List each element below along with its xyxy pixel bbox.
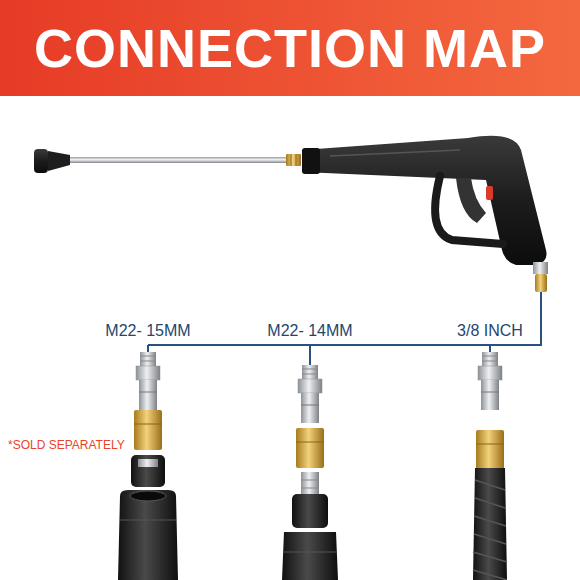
connection-size: 3/8 INCH <box>457 321 523 341</box>
spray-wand <box>291 154 292 166</box>
title-banner <box>0 0 580 96</box>
hose-fitting <box>282 532 338 580</box>
quick-connect-plug <box>482 361 498 362</box>
quick-connect-plug <box>301 393 319 423</box>
spray-gun <box>302 148 320 174</box>
brass-coupler <box>134 424 162 425</box>
brass-coupler <box>134 410 162 450</box>
braided-hose <box>473 468 507 580</box>
spray-gun <box>302 136 547 265</box>
hose-fitting <box>284 552 336 553</box>
quick-connect-plug <box>302 365 318 379</box>
quick-connect-plug <box>481 392 499 393</box>
spray-gun <box>435 176 503 244</box>
brass-coupler <box>296 442 324 443</box>
hose-fitting <box>282 532 338 580</box>
spray-wand <box>34 149 48 173</box>
connection-wire <box>309 345 311 365</box>
quick-connect-plug <box>140 356 156 357</box>
brass-coupler <box>476 444 504 445</box>
quick-connect-plug <box>302 369 318 370</box>
quick-connect-plug <box>139 392 157 393</box>
spray-wand <box>70 157 286 163</box>
connection-size: M22- 14MM <box>267 321 352 341</box>
hose-fitting <box>120 520 176 521</box>
quick-connect-plug <box>298 365 322 423</box>
connection-wire <box>148 292 541 365</box>
spray-gun <box>486 186 493 200</box>
m22-adapter <box>131 455 165 487</box>
quick-connect-plug <box>302 374 318 375</box>
m22-adapter <box>131 455 165 487</box>
note: *SOLD SEPARATELY <box>8 438 125 452</box>
quick-connect-plug <box>482 356 498 357</box>
m22-adapter <box>138 459 158 467</box>
brass-coupler <box>296 428 324 468</box>
brass-coupler <box>134 410 162 450</box>
spray-wand <box>34 149 301 173</box>
spray-gun <box>302 136 548 292</box>
spray-gun <box>535 274 547 292</box>
braided-hose <box>473 468 507 580</box>
connection-size: M22- 15MM <box>105 321 190 341</box>
connection-wire <box>147 345 149 352</box>
quick-connect-plug <box>481 380 499 410</box>
quick-connect-plug <box>136 366 160 380</box>
spray-gun <box>330 150 460 156</box>
quick-connect-plug <box>139 380 157 410</box>
title: CONNECTION MAP <box>0 0 580 96</box>
quick-connect-plug <box>478 352 502 410</box>
quick-connect-plug <box>482 352 498 366</box>
connection-wire <box>489 345 491 352</box>
m22-male-fitting <box>292 494 328 528</box>
spray-gun <box>456 178 486 223</box>
connection-wire <box>148 292 541 345</box>
hose-fitting <box>118 490 178 580</box>
quick-connect-plug <box>140 361 156 362</box>
spray-wand <box>286 154 301 166</box>
m22-male-fitting <box>301 480 319 481</box>
m22-male-fitting <box>292 472 328 528</box>
m22-male-fitting <box>301 472 319 496</box>
spray-gun <box>533 262 548 274</box>
quick-connect-plug <box>478 366 502 380</box>
quick-connect-plug <box>140 352 156 366</box>
quick-connect-plug <box>298 379 322 393</box>
m22-male-fitting <box>301 488 319 489</box>
spray-wand <box>48 151 70 171</box>
quick-connect-plug <box>136 352 160 410</box>
brass-coupler <box>476 430 504 470</box>
hose-fitting <box>118 490 178 580</box>
hose-fitting <box>130 491 166 501</box>
braided-hose <box>473 480 507 580</box>
quick-connect-plug <box>301 405 319 406</box>
brass-coupler <box>296 428 324 468</box>
spray-wand <box>296 154 297 166</box>
brass-coupler <box>476 430 504 470</box>
